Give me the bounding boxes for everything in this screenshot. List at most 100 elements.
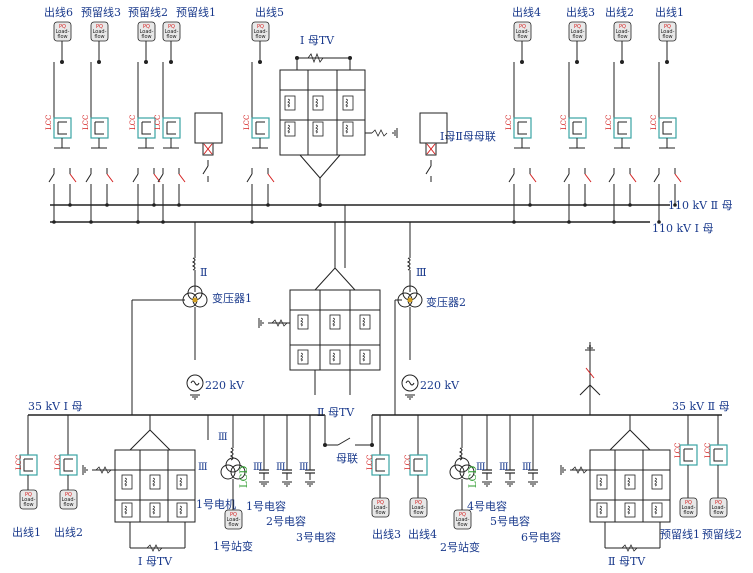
svg-text:LCC: LCC [154,115,162,130]
bus-tie-35kv-label: 母联 [336,452,358,465]
bay-110kv-left-xfmr [194,112,223,183]
lcc-line-block [568,117,587,139]
lcc-line-block [613,117,632,139]
lcc-line-block [513,117,532,139]
cap-1-label: 1号电容 [246,499,286,513]
pq-load-block [513,21,532,42]
svg-text:LCD: LCD [239,466,250,488]
transformer-2-label: 变压器2 [426,295,466,309]
bus-tie-110kv: Ⅰ母Ⅱ母母联 [419,112,496,183]
feeder-label-6: 出线4 [512,5,541,19]
pq-load-block [658,21,677,42]
top-feeder-bay: LCC [45,21,77,224]
tv-35kv-center: Ⅱ 母TV [258,205,381,419]
svg-text:LCC: LCC [82,115,90,130]
top-feeder-bay: LCC [605,21,637,224]
lcc-line-block [658,117,677,139]
bus-110kv-2-label: 110 kV Ⅱ 母 [668,199,733,212]
lower-feeder-label-4: 出线4 [408,527,437,541]
top-feeder-bay: LCC [505,21,537,224]
lcc-line-block [90,117,109,139]
lower-feeder-label-3: 出线3 [372,527,401,541]
bus-35kv-1-label: 35 kV Ⅰ 母 [28,400,82,413]
feeder-label-7: 出线3 [566,5,595,19]
lower-feeder-label-2: 出线2 [54,525,83,539]
svg-text:LCC: LCC [505,115,513,130]
top-feeder-bays: LCC LCC LCC LCC LCC LCC LCC LCC LCC [45,21,682,224]
top-feeder-bay: LCC [243,21,275,224]
cap-3-label: 3号电容 [296,530,336,544]
top-feeder-bay: LCC [129,21,161,224]
svg-text:Ⅲ: Ⅲ [276,462,286,473]
svg-text:Ⅲ: Ⅲ [522,462,532,473]
pq-load-block [613,21,632,42]
feeder-label-8: 出线2 [605,5,634,19]
tv-35kv-center-label: Ⅱ 母TV [317,406,355,419]
bus-tie-35kv: 母联 [323,415,374,465]
svg-text:LCC: LCC [366,455,374,470]
reserve-label-1: 预留线1 [660,527,700,541]
lower-left-feeders: LCC 出线1 LCC 出线2 Ⅰ 母TV Ⅲ 1号电机 [12,415,336,568]
svg-text:Ⅲ: Ⅲ [299,462,309,473]
transformer-1-label: 变压器1 [212,291,252,305]
feeder-label-5: 出线5 [255,5,284,19]
svg-text:Ⅲ: Ⅲ [476,462,486,473]
svg-text:Ⅲ: Ⅲ [499,462,509,473]
svg-text:LCC: LCC [404,455,412,470]
svg-text:Ⅲ: Ⅲ [253,462,263,473]
station-xfmr-2-label: 2号站变 [440,540,480,554]
cap-5-label: 5号电容 [490,514,530,528]
transformer-2: Ⅲ 变压器2 220 kV [394,222,466,415]
pq-load-block [162,21,181,42]
feeder-label-2: 预留线3 [81,5,121,19]
feeder-label-3: 预留线2 [128,5,168,19]
lcc-line-block [137,117,156,139]
svg-text:LCC: LCC [15,455,23,470]
svg-text:LCC: LCC [45,115,53,130]
top-feeder-bay: LCC [82,21,114,224]
bus-35kv-2-label: 35 kV Ⅱ 母 [672,400,730,413]
bus-tie-110kv-label: Ⅰ母Ⅱ母母联 [440,130,496,143]
pq-load-block [53,21,72,42]
svg-text:LCC: LCC [605,115,613,130]
transformer-1-source: 220 kV [205,379,245,392]
top-feeder-bay: LCC [650,21,682,224]
svg-text:LCC: LCC [129,115,137,130]
svg-text:LCC: LCC [560,115,568,130]
pq-load-block [90,21,109,42]
lower-right-feeders: LCC 出线3 LCC 出线4 LCD 2号站变 Ⅲ 4号电容 Ⅲ 5号电容 Ⅲ [366,342,742,568]
svg-text:LCC: LCC [54,455,62,470]
feeder-label-9: 出线1 [655,5,684,19]
transformer-1: Ⅱ 变压器1 220 kV [131,222,252,415]
transformer-2-source: 220 kV [420,379,460,392]
reserve-label-2: 预留线2 [702,527,742,541]
tv-35kv-right-label: Ⅱ 母TV [608,555,646,568]
bus-110kv-1-label: 110 kV Ⅰ 母 [652,222,713,235]
svg-text:LCC: LCC [650,115,658,130]
lcc-line-block [251,117,270,139]
tv-35kv-left-label: Ⅰ 母TV [138,555,173,568]
station-xfmr-1-label: 1号站变 [213,539,253,553]
pq-load-block [137,21,156,42]
pq-load-block [568,21,587,42]
motor-1-label: 1号电机 [196,497,236,511]
top-feeder-bay: LCC [560,21,592,224]
svg-text:LCC: LCC [704,443,712,458]
svg-text:LCC: LCC [674,443,682,458]
tv-110kv-unit: Ⅰ 母TV [279,34,398,207]
transformer-2-roman: Ⅲ [416,266,427,279]
top-feeder-bay: LCC [154,21,186,224]
lower-feeder-label-1: 出线1 [12,525,41,539]
feeder-label-1: 出线6 [44,5,73,19]
tv-110kv-label: Ⅰ 母TV [300,34,335,47]
svg-text:Ⅲ: Ⅲ [198,462,208,473]
svg-text:Ⅲ: Ⅲ [218,432,228,443]
lcc-line-block [53,117,72,139]
cap-4-label: 4号电容 [467,499,507,513]
lcc-line-block [162,117,181,139]
pq-load-block [251,21,270,42]
transformer-1-roman: Ⅱ [200,266,207,279]
feeder-label-4: 预留线1 [176,5,216,19]
cap-6-label: 6号电容 [521,530,561,544]
